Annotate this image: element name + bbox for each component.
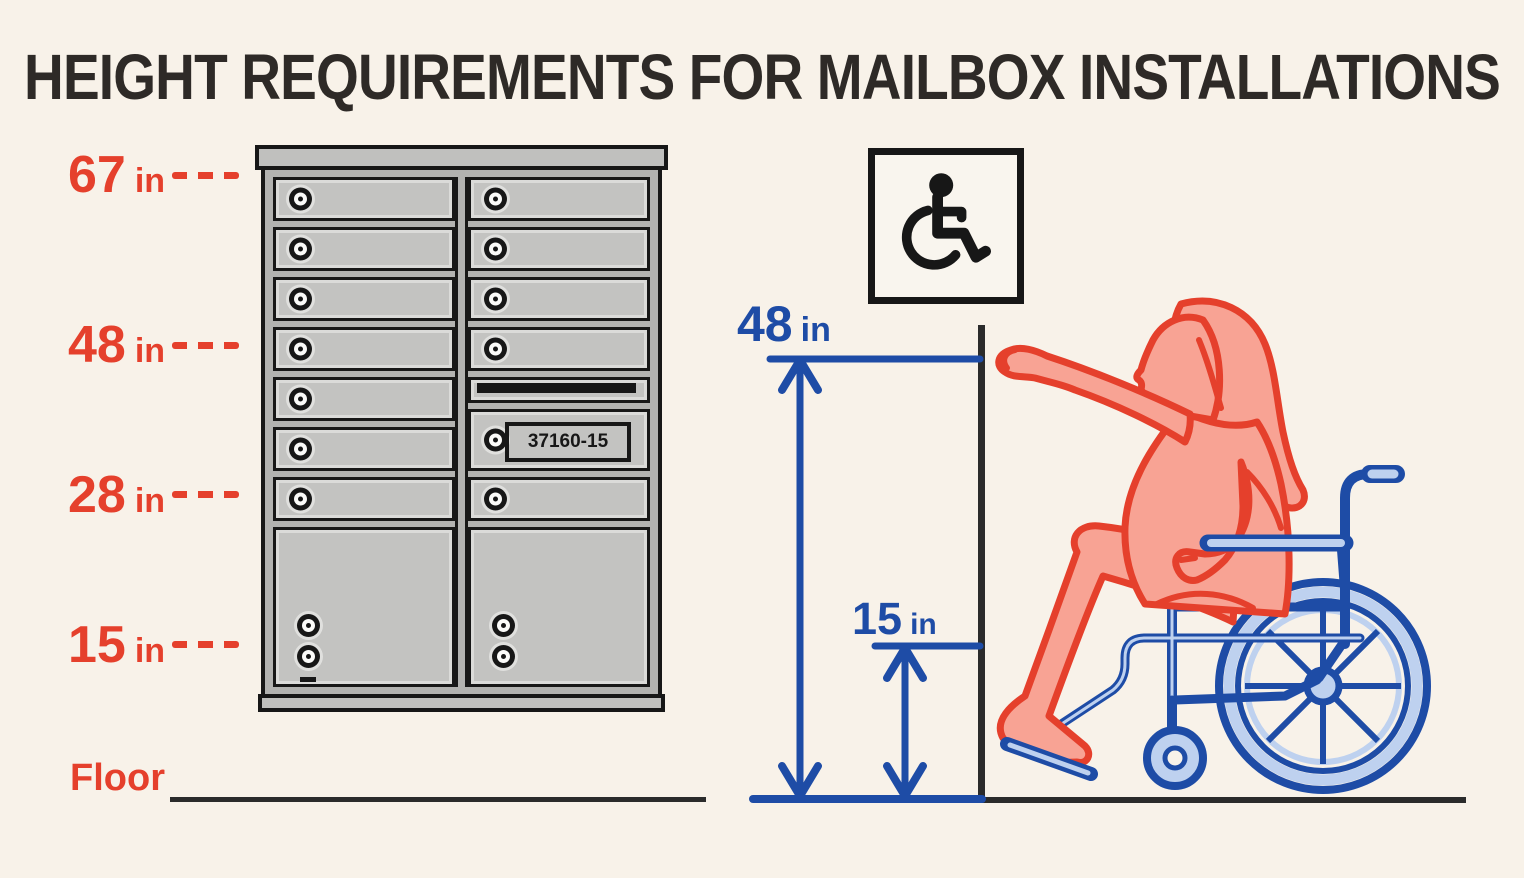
marker-unit: in bbox=[134, 632, 166, 670]
floor-label: Floor bbox=[70, 757, 165, 799]
lock-icon bbox=[289, 287, 312, 311]
lock-icon bbox=[484, 187, 507, 211]
lock-icon bbox=[289, 187, 312, 211]
parcel-locker-door bbox=[273, 527, 455, 687]
mailbox-door bbox=[468, 327, 650, 371]
outgoing-mail-slot-panel bbox=[468, 377, 650, 403]
wheelchair-accessibility-icon bbox=[901, 173, 991, 270]
mailbox-door bbox=[273, 427, 455, 471]
dashed-leader-line bbox=[172, 641, 239, 648]
mailbox-door bbox=[468, 477, 650, 521]
mailbox-door bbox=[273, 477, 455, 521]
marker-unit: in bbox=[134, 162, 166, 200]
lock-icon bbox=[484, 287, 507, 311]
lock-icon bbox=[492, 614, 515, 637]
lock-icon bbox=[289, 437, 312, 461]
mailbox-door bbox=[273, 277, 455, 321]
marker-value: 48 bbox=[68, 316, 126, 374]
dimension-unit: in bbox=[800, 311, 831, 349]
height-marker-15: 15 in bbox=[68, 619, 165, 671]
mailbox-door bbox=[273, 227, 455, 271]
dimension-label-48: 48 in bbox=[737, 299, 831, 349]
locker-card-slot bbox=[300, 677, 316, 682]
height-marker-48: 48 in bbox=[68, 319, 165, 371]
mailbox-door bbox=[468, 227, 650, 271]
height-marker-28: 28 in bbox=[68, 469, 165, 521]
marker-value: 28 bbox=[68, 466, 126, 524]
mailbox-door bbox=[468, 177, 650, 221]
dimension-arrows bbox=[749, 355, 986, 803]
mailbox-door bbox=[468, 277, 650, 321]
marker-value: 67 bbox=[68, 146, 126, 204]
height-marker-67: 67 in bbox=[68, 149, 165, 201]
mailbox-base bbox=[258, 694, 665, 712]
lock-icon bbox=[289, 387, 312, 411]
cluster-mailbox-unit: 37160-15 bbox=[255, 145, 668, 712]
dimension-value: 15 bbox=[852, 593, 903, 644]
accessibility-sign bbox=[868, 148, 1024, 304]
marker-value: 15 bbox=[68, 616, 126, 674]
mailbox-top-cap bbox=[255, 145, 668, 170]
lock-icon bbox=[484, 337, 507, 361]
mailbox-left-column bbox=[273, 177, 455, 687]
mailbox-right-column: 37160-15 bbox=[468, 177, 650, 687]
lock-icon bbox=[492, 645, 515, 668]
floor-line-left bbox=[170, 797, 706, 802]
lock-icon bbox=[289, 337, 312, 361]
lock-icon bbox=[484, 487, 507, 511]
marker-unit: in bbox=[134, 332, 166, 370]
lock-icon bbox=[484, 237, 507, 261]
mail-slot-icon bbox=[477, 383, 636, 393]
person bbox=[995, 297, 1308, 766]
lock-icon bbox=[289, 487, 312, 511]
mailbox-door bbox=[273, 327, 455, 371]
lock-icon bbox=[289, 237, 312, 261]
mailbox-door bbox=[273, 177, 455, 221]
wheelchair-rear bbox=[1032, 465, 1431, 794]
lock-icon bbox=[297, 614, 320, 637]
lock-icon bbox=[297, 645, 320, 668]
floor-line-right bbox=[978, 797, 1466, 803]
marker-unit: in bbox=[134, 482, 166, 520]
mailbox-body: 37160-15 bbox=[261, 170, 662, 694]
person-in-wheelchair-illustration bbox=[995, 297, 1431, 794]
wheelchair-front bbox=[1000, 534, 1354, 790]
mailbox-master-door: 37160-15 bbox=[468, 409, 650, 471]
page-title: HEIGHT REQUIREMENTS FOR MAILBOX INSTALLA… bbox=[24, 41, 1501, 113]
lock-icon bbox=[484, 428, 507, 452]
mailbox-door bbox=[273, 377, 455, 421]
parcel-locker-door bbox=[468, 527, 650, 687]
dashed-leader-line bbox=[172, 172, 239, 179]
dimension-value: 48 bbox=[737, 296, 793, 352]
wall-line bbox=[978, 325, 985, 802]
unit-number-placard: 37160-15 bbox=[505, 422, 631, 462]
mailbox-center-divider bbox=[455, 177, 468, 687]
dimension-unit: in bbox=[910, 608, 937, 641]
dashed-leader-line bbox=[172, 491, 239, 498]
dashed-leader-line bbox=[172, 342, 239, 349]
dimension-label-15: 15 in bbox=[852, 596, 937, 641]
